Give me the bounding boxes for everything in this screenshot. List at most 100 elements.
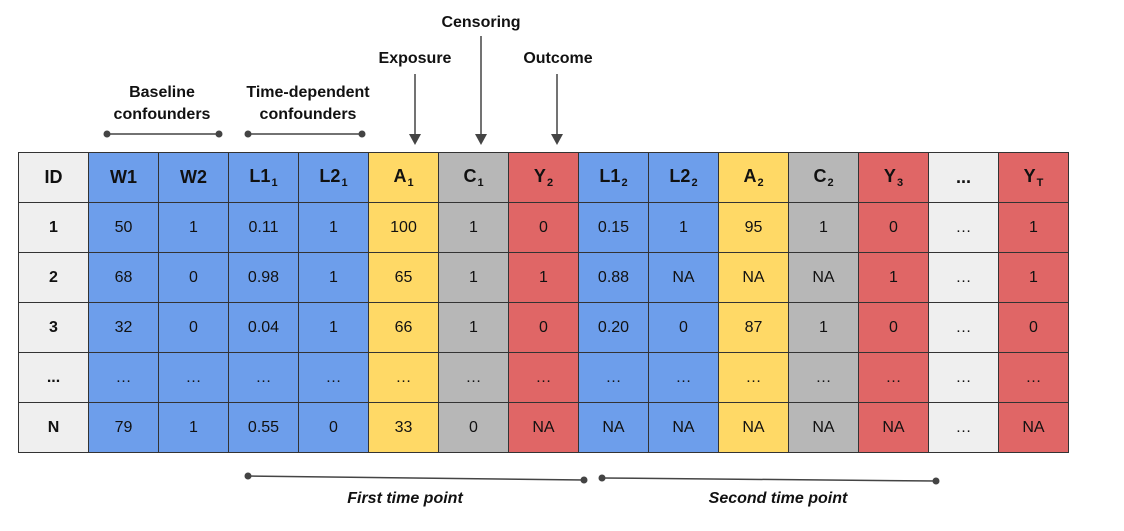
first-time-point-label: First time point [347, 490, 463, 507]
header-label: Y [883, 166, 896, 186]
table-cell: … [368, 352, 439, 403]
header-label: ... [955, 167, 971, 187]
table-cell: NA [718, 402, 789, 453]
table-cell: 100 [368, 202, 439, 253]
table-cell: … [578, 352, 649, 403]
second-bracket-end [932, 477, 940, 485]
table-cell: 1 [508, 252, 579, 303]
table-cell: 0 [648, 302, 719, 353]
table-cell: … [928, 302, 999, 353]
row-id-cell: 3 [18, 302, 89, 353]
table-cell: 65 [368, 252, 439, 303]
table-cell: 87 [718, 302, 789, 353]
header-cell: A1 [368, 152, 439, 203]
time-dependent-confounders-label: Time-dependent confounders [246, 84, 370, 123]
header-cell: W1 [88, 152, 159, 203]
header-cell: W2 [158, 152, 229, 203]
time-dependent-bracket-start [244, 130, 252, 138]
table-cell: 1 [788, 202, 859, 253]
table-cell: 1 [438, 252, 509, 303]
table-cell: NA [788, 402, 859, 453]
exposure-label: Exposure [378, 50, 452, 67]
table-cell: 79 [88, 402, 159, 453]
censoring-arrowhead [475, 134, 487, 145]
table-cell: 33 [368, 402, 439, 453]
row-id-cell: 1 [18, 202, 89, 253]
table-cell: 32 [88, 302, 159, 353]
table-cell: 1 [158, 202, 229, 253]
header-label: L2 [669, 166, 691, 186]
table-cell: 0 [158, 252, 229, 303]
table-cell: … [788, 352, 859, 403]
header-subscript: 1 [477, 177, 484, 189]
second-time-point-label: Second time point [708, 490, 848, 507]
table-cell: … [88, 352, 159, 403]
header-subscript: 2 [827, 177, 834, 189]
header-cell: L11 [228, 152, 299, 203]
header-cell: L12 [578, 152, 649, 203]
header-label: W1 [110, 167, 137, 187]
header-subscript: 2 [546, 177, 554, 189]
table-cell: … [438, 352, 509, 403]
table-cell: … [928, 252, 999, 303]
header-label: C [463, 166, 477, 186]
time-dependent-bracket-end [358, 130, 366, 138]
table-cell: NA [508, 402, 579, 453]
table-cell: … [998, 352, 1069, 403]
first-bracket-start [244, 472, 252, 480]
table-cell: 68 [88, 252, 159, 303]
table-cell: NA [858, 402, 929, 453]
header-cell: C1 [438, 152, 509, 203]
header-subscript: 1 [271, 177, 278, 189]
exposure-arrowhead [409, 134, 421, 145]
table-cell: … [298, 352, 369, 403]
table-cell: 0 [858, 202, 929, 253]
censoring-label: Censoring [441, 14, 521, 31]
header-label: A [743, 166, 757, 186]
table-cell: 0 [508, 302, 579, 353]
table-cell: 0.11 [228, 202, 299, 253]
table-cell: 0.55 [228, 402, 299, 453]
table-cell: 1 [998, 202, 1069, 253]
table-cell: 0.88 [578, 252, 649, 303]
header-subscript: 2 [621, 177, 628, 189]
row-id-cell: N [18, 402, 89, 453]
table-cell: 95 [718, 202, 789, 253]
header-cell: L22 [648, 152, 719, 203]
table-cell: … [508, 352, 579, 403]
header-cell: ... [928, 152, 999, 203]
first-bracket-end [580, 476, 588, 484]
table-cell: 66 [368, 302, 439, 353]
table-cell: 0.04 [228, 302, 299, 353]
header-label: L2 [319, 166, 341, 186]
header-cell: L21 [298, 152, 369, 203]
table-cell: 1 [998, 252, 1069, 303]
table-cell: NA [998, 402, 1069, 453]
table-cell: 1 [438, 302, 509, 353]
table-cell: 50 [88, 202, 159, 253]
header-label: L1 [599, 166, 621, 186]
table-cell: 1 [648, 202, 719, 253]
table-cell: … [648, 352, 719, 403]
table-cell: NA [648, 402, 719, 453]
table-cell: 0.15 [578, 202, 649, 253]
outcome-arrowhead [551, 134, 563, 145]
header-label: ID [44, 167, 63, 187]
table-cell: NA [718, 252, 789, 303]
header-subscript: 2 [757, 177, 764, 189]
table-cell: NA [788, 252, 859, 303]
header-subscript: T [1036, 177, 1044, 189]
row-id-cell: 2 [18, 252, 89, 303]
table-cell: … [718, 352, 789, 403]
table-cell: 0 [438, 402, 509, 453]
header-cell: C2 [788, 152, 859, 203]
header-label: Y [533, 166, 546, 186]
table-cell: … [158, 352, 229, 403]
header-subscript: 1 [407, 177, 414, 189]
header-subscript: 3 [896, 177, 904, 189]
table-cell: 1 [298, 252, 369, 303]
table-cell: 1 [298, 302, 369, 353]
